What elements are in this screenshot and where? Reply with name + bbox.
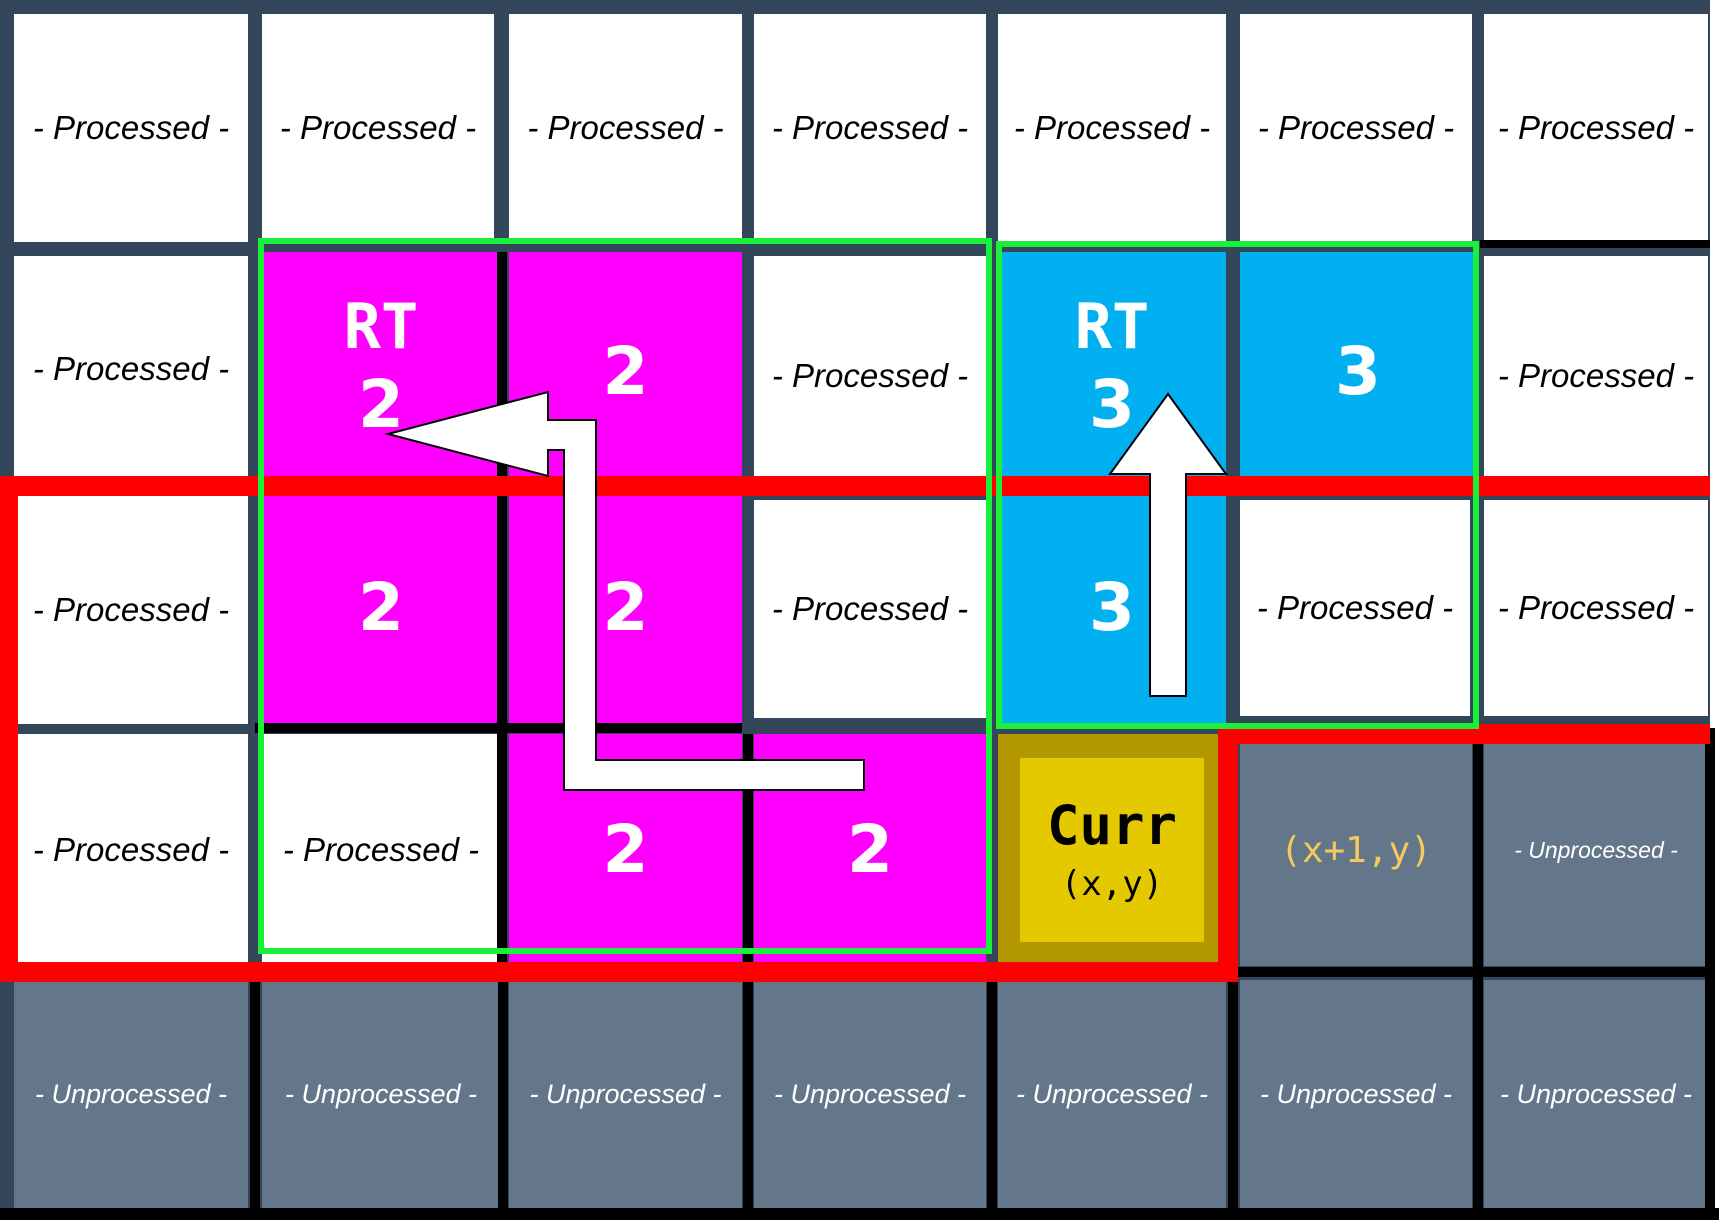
cell-r2-c0: - Processed - bbox=[14, 496, 248, 724]
next-coordinate: (x+1,y) bbox=[1280, 829, 1432, 871]
cell-r2-c1: 2 bbox=[262, 492, 500, 724]
cell-label: - Unprocessed - bbox=[529, 1078, 722, 1109]
cell-r0-c3: - Processed - bbox=[754, 14, 986, 242]
cell-r4-c6: - Unprocessed - bbox=[1484, 980, 1708, 1208]
cell-label: - Processed - bbox=[279, 109, 477, 146]
cell-r3-c1: - Processed - bbox=[262, 734, 500, 966]
cell-r2-c5: - Processed - bbox=[1240, 500, 1470, 716]
cell-r0-c1: - Processed - bbox=[262, 14, 494, 242]
cell-label: - Processed - bbox=[1497, 357, 1695, 394]
current-label: Curr bbox=[1046, 794, 1178, 858]
cell-r4-c1: - Unprocessed - bbox=[262, 980, 500, 1208]
group-number: 2 bbox=[358, 569, 404, 646]
cell-r1-c5: 3 bbox=[1240, 252, 1476, 492]
group-number: 3 bbox=[1335, 333, 1381, 410]
cell-r4-c4: - Unprocessed - bbox=[998, 980, 1226, 1208]
cell-label: - Unprocessed - bbox=[34, 1078, 228, 1109]
group-outlines bbox=[258, 238, 1479, 954]
cell-r0-c6: - Processed - bbox=[1484, 14, 1708, 242]
cell-r0-c0: - Processed - bbox=[14, 14, 248, 242]
group-number: 3 bbox=[1089, 569, 1135, 646]
cell-r1-c3: - Processed - bbox=[754, 256, 986, 496]
arrows bbox=[384, 390, 1228, 791]
cell-label: - Unprocessed - bbox=[1015, 1078, 1209, 1109]
cell-r4-c5: - Unprocessed - bbox=[1240, 980, 1472, 1208]
cell-r2-c4: 3 bbox=[998, 492, 1226, 724]
current-cell-highlight: Curr (x,y) bbox=[1020, 758, 1204, 942]
processed-region-outline bbox=[0, 476, 1710, 982]
cell-label: - Unprocessed - bbox=[1499, 1078, 1693, 1109]
cell-label: - Processed - bbox=[282, 831, 480, 868]
group-number: 2 bbox=[602, 569, 649, 646]
root-label: RT bbox=[1074, 290, 1150, 363]
cell-label: - Unprocessed - bbox=[1514, 836, 1678, 863]
cell-label: - Unprocessed - bbox=[1259, 1078, 1453, 1109]
cell-r0-c5: - Processed - bbox=[1240, 14, 1472, 242]
cell-label: - Unprocessed - bbox=[773, 1078, 967, 1109]
cell-r2-c3: - Processed - bbox=[754, 500, 986, 718]
cell-label: - Processed - bbox=[32, 350, 230, 387]
cell-label: - Processed - bbox=[1497, 589, 1695, 626]
cell-r3-c6: - Unprocessed - bbox=[1484, 734, 1708, 966]
cell-label: - Processed - bbox=[32, 591, 230, 628]
cell-r4-c3: - Unprocessed - bbox=[754, 980, 986, 1208]
cell-next: (x+1,y) bbox=[1240, 734, 1472, 966]
cell-r4-c2: - Unprocessed - bbox=[509, 980, 742, 1208]
cell-r0-c4: - Processed - bbox=[998, 14, 1226, 242]
group-number: 2 bbox=[602, 811, 649, 888]
cell-r4-c0: - Unprocessed - bbox=[14, 980, 248, 1208]
group-number: 2 bbox=[847, 811, 893, 888]
group-number: 3 bbox=[1089, 366, 1135, 443]
cell-label: - Processed - bbox=[32, 831, 230, 868]
current-coordinate: (x,y) bbox=[1060, 863, 1164, 904]
path-to-root-2-arrow bbox=[384, 390, 865, 791]
root-label: RT bbox=[343, 290, 419, 363]
cell-label: - Processed - bbox=[1256, 589, 1454, 626]
cell-label: - Processed - bbox=[1257, 109, 1455, 146]
group-number: 2 bbox=[358, 366, 404, 443]
cell-label: - Unprocessed - bbox=[284, 1078, 478, 1109]
cell-r2-c6: - Processed - bbox=[1484, 500, 1708, 716]
cell-label: - Processed - bbox=[771, 109, 969, 146]
cell-label: - Processed - bbox=[1013, 109, 1211, 146]
cell-r3-c0: - Processed - bbox=[14, 734, 248, 966]
cell-r1-c6: - Processed - bbox=[1484, 256, 1708, 496]
cell-label: - Processed - bbox=[527, 109, 724, 146]
cell-label: - Processed - bbox=[32, 109, 230, 146]
cell-r2-c2: 2 bbox=[509, 492, 742, 724]
group-2-outline bbox=[258, 238, 992, 954]
region-outline-path bbox=[0, 476, 1710, 982]
cell-label: - Processed - bbox=[771, 357, 969, 394]
cell-r1-c0: - Processed - bbox=[14, 256, 248, 482]
group-3-outline bbox=[996, 241, 1479, 729]
cell-r0-c2: - Processed - bbox=[509, 14, 742, 242]
dark-separators bbox=[0, 240, 1719, 1220]
cell-label: - Processed - bbox=[1497, 109, 1695, 146]
group-number: 2 bbox=[602, 333, 649, 410]
up-arrow-to-root-3 bbox=[1108, 392, 1228, 697]
cell-label: - Processed - bbox=[771, 590, 969, 627]
